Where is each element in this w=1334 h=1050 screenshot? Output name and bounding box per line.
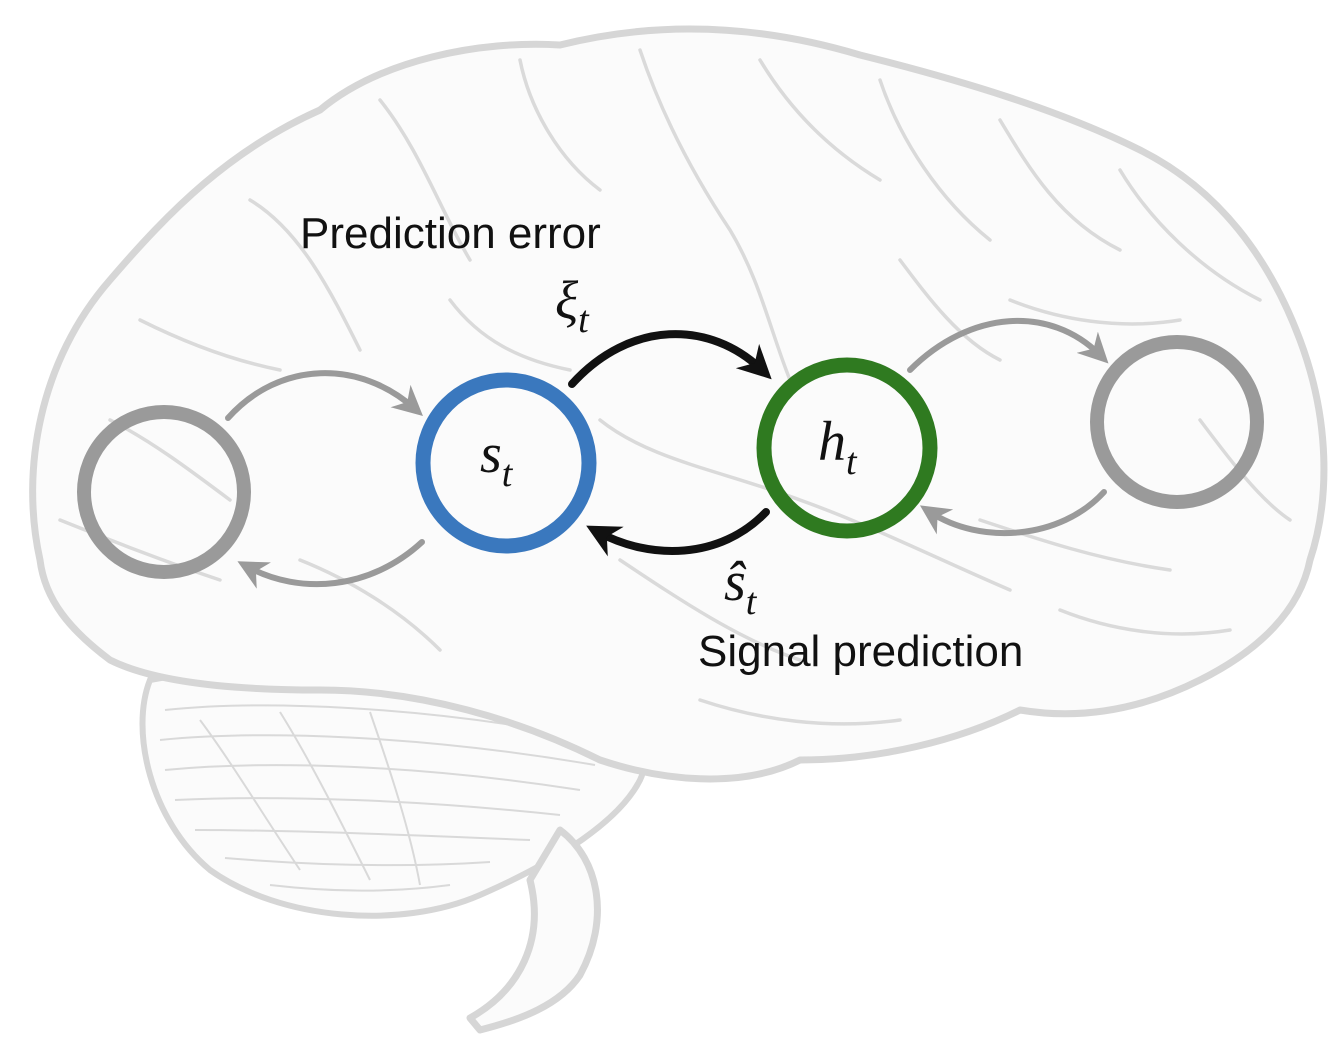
brain-illustration xyxy=(29,25,1328,1034)
signal-prediction-symbol: ŝt xyxy=(724,551,758,623)
brain-cortex-outline xyxy=(29,25,1328,783)
prediction-error-label: Prediction error xyxy=(300,209,601,258)
cerebellum-folds xyxy=(159,704,601,892)
hidden-node xyxy=(756,357,938,539)
right-outer-node xyxy=(1090,335,1264,509)
left-outer-node xyxy=(77,405,251,579)
signal-prediction-arrow xyxy=(586,508,770,557)
hidden-symbol: ht xyxy=(818,411,858,483)
arrow-signal-to-left xyxy=(237,539,425,589)
arrow-hidden-to-right xyxy=(907,317,1109,373)
brain-stem xyxy=(466,826,601,1034)
prediction-error-symbol: ξt xyxy=(555,270,590,341)
arrow-right-to-hidden xyxy=(919,489,1107,537)
prediction-error-arrow xyxy=(568,330,772,388)
signal-prediction-label: Signal prediction xyxy=(698,627,1023,676)
brain-folds xyxy=(58,48,1292,726)
signal-node xyxy=(415,372,597,554)
arrow-left-to-signal xyxy=(225,370,423,421)
signal-symbol: st xyxy=(480,423,514,495)
